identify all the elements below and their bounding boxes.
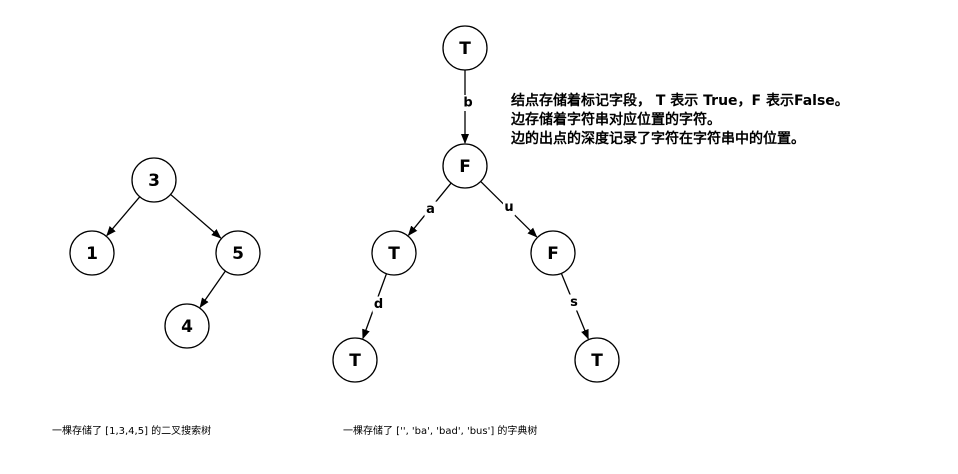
trie-edge-label: s [570, 295, 578, 310]
bst-node-label: 5 [232, 244, 244, 264]
bst-node-label: 1 [86, 244, 98, 264]
bst-node-label: 4 [181, 317, 193, 337]
bst-node-n1: 1 [69, 230, 115, 276]
bst-node-n5: 5 [215, 230, 261, 276]
trie-edge-label-bg [503, 199, 515, 216]
bst-edges [106, 193, 226, 308]
trie-edge-label: d [374, 297, 383, 312]
trie-edge-label: a [426, 202, 435, 217]
description-line-1: 结点存储着标记字段， T 表示 True，F 表示False。 [511, 92, 849, 109]
trie-node-circle [332, 337, 378, 383]
bst-edge-n5-n4 [199, 270, 226, 308]
description-line-2: 边存储着字符串对应位置的字符。 [510, 111, 721, 128]
binary-search-tree: 3 1 5 4 [69, 157, 261, 349]
trie-node-circle [574, 337, 620, 383]
trie-node-label: T [388, 244, 400, 264]
trie-node-label: T [349, 351, 361, 371]
trie-edge-label-bg [372, 296, 385, 313]
trie-edge-label: b [463, 96, 472, 111]
bst-node-circle [164, 303, 210, 349]
description-line-3: 边的出点的深度记录了字符在字符串中的位置。 [510, 130, 805, 147]
trie-edge-label: u [504, 200, 513, 215]
trie-edge-label-bg [462, 95, 474, 111]
bst-node-circle [131, 157, 177, 203]
trie-nodes: T F T F T T [332, 25, 620, 383]
trie-node-circle [442, 143, 488, 189]
trie-node-circle [530, 230, 576, 276]
trie-description: 结点存储着标记字段， T 表示 True，F 表示False。 边存储着字符串对… [510, 92, 849, 147]
trie-node-bad: T [332, 337, 378, 383]
bst-edge-n3-n5 [170, 193, 222, 239]
bst-node-circle [215, 230, 261, 276]
bst-node-circle [69, 230, 115, 276]
trie-node-label: F [547, 244, 559, 264]
trie-edges: b a u d s [362, 70, 589, 340]
trie-node-ba: T [371, 230, 417, 276]
trie-node-circle [371, 230, 417, 276]
bst-node-n3: 3 [131, 157, 177, 203]
bst-caption: 一棵存储了 [1,3,4,5] 的二叉搜索树 [52, 424, 211, 437]
trie-node-b: F [442, 143, 488, 189]
bst-node-n4: 4 [164, 303, 210, 349]
bst-edge-n3-n1 [106, 196, 141, 237]
trie-node-bu: F [530, 230, 576, 276]
trie-node-root: T [442, 25, 488, 71]
trie-edge-label-bg [424, 201, 437, 218]
bst-nodes: 3 1 5 4 [69, 157, 261, 349]
trie-edge-label-bg [568, 294, 580, 311]
trie-node-circle [442, 25, 488, 71]
trie-caption: 一棵存储了 ['', 'ba', 'bad', 'bus'] 的字典树 [343, 424, 537, 437]
bst-node-label: 3 [148, 171, 160, 191]
trie-node-label: F [459, 157, 471, 177]
trie: b a u d s T F T F T T [332, 25, 620, 383]
trie-node-label: T [459, 39, 471, 59]
trie-node-label: T [591, 351, 603, 371]
trie-node-bus: T [574, 337, 620, 383]
